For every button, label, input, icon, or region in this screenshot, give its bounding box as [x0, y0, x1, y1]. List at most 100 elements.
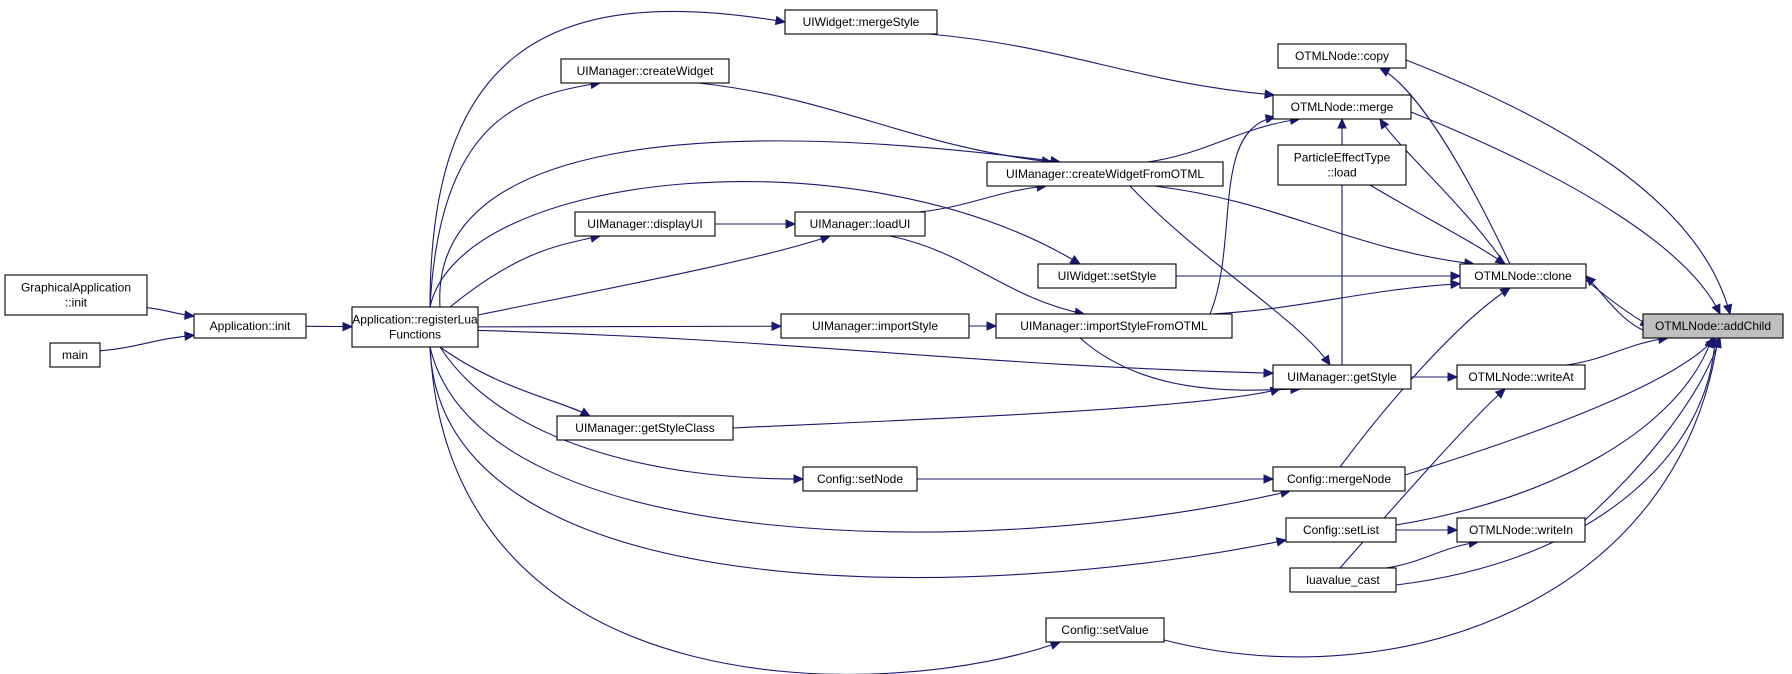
- edge-arrowhead: [1378, 67, 1391, 77]
- edge-line: [732, 388, 1281, 429]
- edge-arrowhead: [1711, 336, 1722, 349]
- node-cmn[interactable]: Config::mergeNode: [1272, 466, 1406, 492]
- node-mis[interactable]: UIManager::importStyle: [780, 313, 970, 339]
- edge-line: [1209, 116, 1276, 315]
- edge-line: [1163, 337, 1719, 658]
- edge-mcw-to-mcwo: [698, 82, 1053, 166]
- edge-miso-to-mgs: [1079, 337, 1302, 394]
- node-miso[interactable]: UIManager::importStyleFromOTML: [995, 313, 1233, 339]
- edge-omerge-to-oadd: [1410, 111, 1721, 316]
- node-label: Application::init: [210, 319, 291, 333]
- node-box: [784, 9, 938, 35]
- node-label: Config::mergeNode: [1287, 472, 1391, 486]
- edge-line: [1147, 118, 1300, 163]
- edge-miso-to-oclone: [1212, 279, 1462, 315]
- node-mgsc[interactable]: UIManager::getStyleClass: [556, 415, 734, 441]
- node-csn[interactable]: Config::setNode: [802, 466, 918, 492]
- node-owin[interactable]: OTMLNode::writeIn: [1456, 517, 1586, 543]
- node-box: [1277, 144, 1407, 186]
- node-wmerge[interactable]: UIWidget::mergeStyle: [784, 9, 938, 35]
- edge-areg-to-mdui: [449, 233, 602, 308]
- edge-arrowhead: [986, 321, 998, 331]
- node-csv[interactable]: Config::setValue: [1045, 617, 1165, 643]
- node-label: UIManager::loadUI: [810, 217, 911, 231]
- edge-line: [477, 325, 782, 328]
- edge-line: [429, 181, 1081, 308]
- edge-line: [1129, 185, 1331, 366]
- node-label: ::init: [65, 296, 88, 310]
- node-label: main: [62, 348, 88, 362]
- edge-oclone-to-omerge: [1379, 117, 1506, 265]
- edge-oadd-to-oclone: [1585, 275, 1644, 331]
- edge-line: [1212, 283, 1461, 315]
- node-box: [1277, 43, 1407, 69]
- edge-arrowhead: [184, 331, 196, 341]
- node-gai[interactable]: GraphicalApplication::init: [4, 274, 148, 316]
- node-label: UIManager::createWidgetFromOTML: [1006, 167, 1204, 181]
- node-ocopy[interactable]: OTMLNode::copy: [1277, 43, 1407, 69]
- node-label: OTMLNode::writeIn: [1469, 523, 1573, 537]
- edge-mgs-to-omerge: [1337, 117, 1347, 365]
- edge-line: [429, 346, 1061, 674]
- node-label: UIWidget::mergeStyle: [803, 15, 920, 29]
- node-csl[interactable]: Config::setList: [1285, 517, 1397, 543]
- node-main[interactable]: main: [49, 342, 101, 368]
- node-mlui[interactable]: UIManager::loadUI: [794, 211, 926, 237]
- edge-line: [1584, 337, 1721, 521]
- node-oclone[interactable]: OTMLNode::clone: [1459, 263, 1587, 289]
- node-label: Config::setValue: [1061, 623, 1148, 637]
- node-box: [49, 342, 101, 368]
- edge-line: [429, 346, 1287, 579]
- node-mcw[interactable]: UIManager::createWidget: [560, 58, 730, 84]
- node-box: [794, 211, 926, 237]
- edge-areg-to-mgs: [477, 329, 1275, 378]
- node-label: Config::setNode: [817, 472, 903, 486]
- node-pet[interactable]: ParticleEffectType::load: [1277, 144, 1407, 186]
- edge-arrowhead: [579, 407, 592, 417]
- node-owat[interactable]: OTMLNode::writeAt: [1456, 364, 1586, 390]
- node-box: [560, 58, 730, 84]
- edge-line: [477, 235, 831, 316]
- edge-csv-to-oadd: [1163, 336, 1722, 658]
- edge-areg-to-mcw: [429, 79, 602, 308]
- node-ainit[interactable]: Application::init: [193, 313, 307, 339]
- node-box: [1272, 94, 1412, 120]
- node-lvc[interactable]: luavalue_cast: [1289, 567, 1397, 593]
- edge-arrowhead: [1275, 537, 1288, 547]
- edge-line: [429, 10, 786, 308]
- edge-arrowhead: [1263, 368, 1275, 378]
- node-box: [1456, 517, 1586, 543]
- edge-arrowhead: [1450, 279, 1462, 290]
- edge-line: [918, 185, 1047, 213]
- node-mgs[interactable]: UIManager::getStyle: [1272, 364, 1412, 390]
- edge-arrowhead: [771, 321, 783, 331]
- edge-areg-to-csl: [429, 346, 1288, 579]
- edge-line: [1566, 337, 1668, 366]
- node-box: [1037, 263, 1177, 289]
- node-oadd[interactable]: OTMLNode::addChild: [1642, 313, 1784, 339]
- node-label: OTMLNode::copy: [1295, 49, 1389, 63]
- node-mcwo[interactable]: UIManager::createWidgetFromOTML: [986, 161, 1224, 187]
- edge-owin-to-oadd: [1584, 336, 1722, 521]
- node-mdui[interactable]: UIManager::displayUI: [574, 211, 716, 237]
- edge-line: [439, 140, 1061, 308]
- node-omerge[interactable]: OTMLNode::merge: [1272, 94, 1412, 120]
- node-box: [986, 161, 1224, 187]
- node-label: OTMLNode::merge: [1291, 100, 1394, 114]
- edge-arrowhead: [1337, 117, 1347, 129]
- edge-arrowhead: [785, 219, 797, 229]
- edge-areg-to-mlui: [477, 234, 832, 316]
- edge-areg-to-csn: [439, 346, 805, 484]
- node-wset[interactable]: UIWidget::setStyle: [1037, 263, 1177, 289]
- edge-cmn-to-oclone: [1339, 287, 1512, 468]
- edge-mgs-to-owat: [1411, 372, 1459, 382]
- node-box: [1285, 517, 1397, 543]
- node-label: OTMLNode::addChild: [1655, 319, 1771, 333]
- edge-line: [1369, 184, 1506, 265]
- edge-line: [1379, 118, 1506, 265]
- edge-line: [928, 33, 1275, 96]
- node-label: luavalue_cast: [1306, 573, 1380, 587]
- edge-line: [1404, 337, 1716, 476]
